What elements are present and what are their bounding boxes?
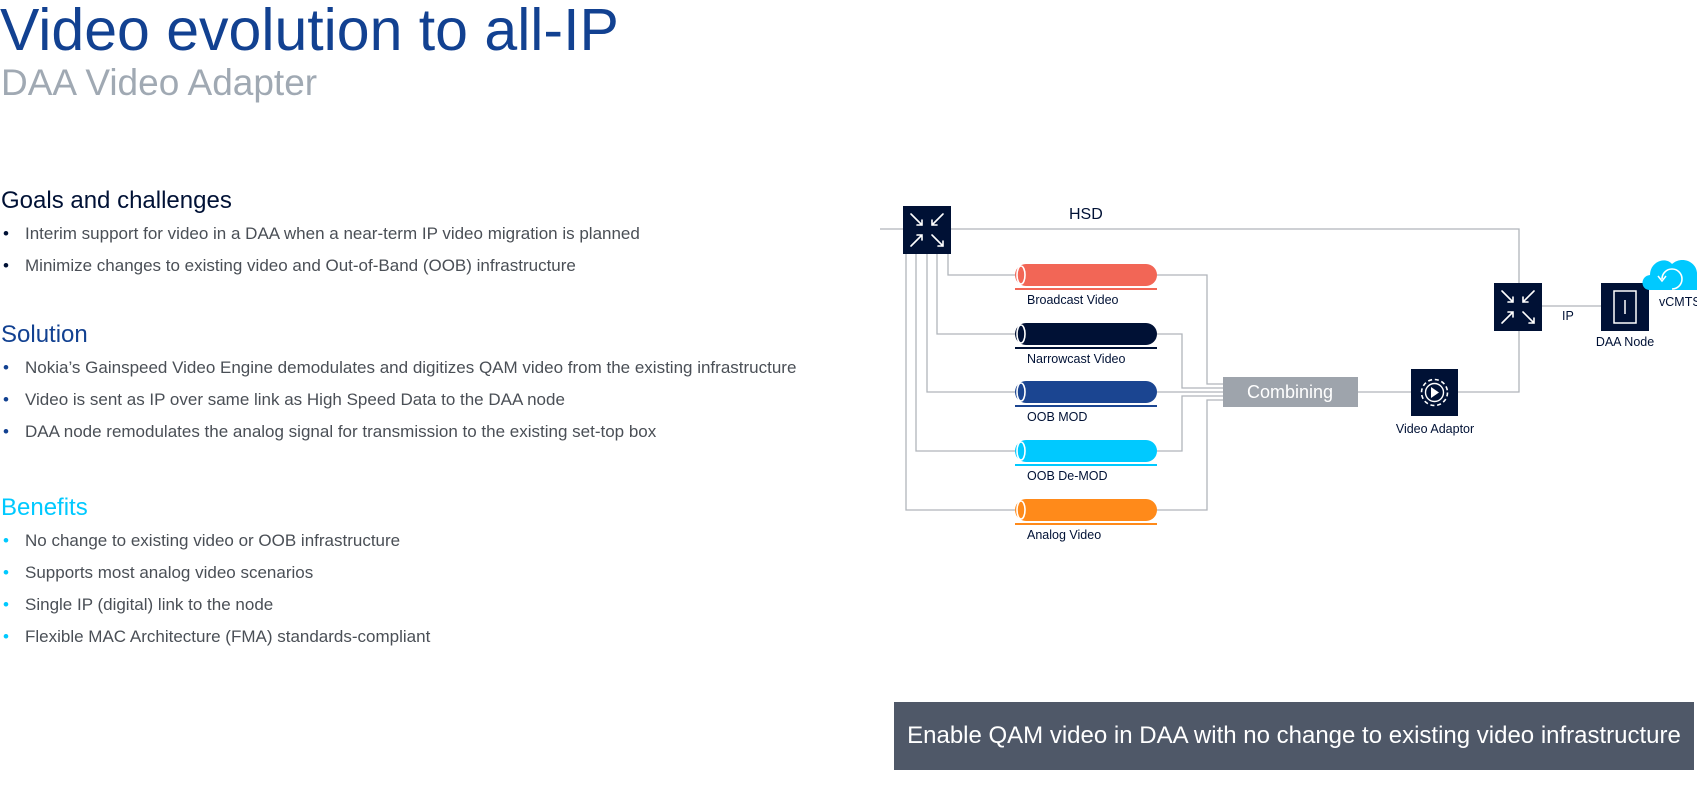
list-item: • Minimize changes to existing video and … bbox=[1, 254, 801, 286]
list-item-text: Nokia’s Gainspeed Video Engine demodulat… bbox=[25, 357, 797, 377]
bullet-icon: • bbox=[3, 530, 9, 550]
bullet-icon: • bbox=[3, 357, 9, 377]
pipe-end-cap bbox=[1016, 382, 1026, 402]
pipe-underline bbox=[1015, 523, 1157, 525]
benefits-section: Benefits • No change to existing video or… bbox=[1, 494, 801, 657]
bullet-icon: • bbox=[3, 562, 9, 582]
goals-section: Goals and challenges • Interim support fo… bbox=[1, 187, 801, 286]
list-item-text: No change to existing video or OOB infra… bbox=[25, 530, 401, 550]
list-item-text: Video is sent as IP over same link as Hi… bbox=[25, 389, 565, 409]
router-to-analog-line bbox=[905, 245, 1015, 511]
bullet-icon: • bbox=[3, 421, 9, 441]
video-adaptor bbox=[1411, 369, 1458, 416]
list-item: • No change to existing video or OOB infr… bbox=[1, 529, 801, 561]
daa-node bbox=[1601, 283, 1649, 331]
pipe-end-cap bbox=[1016, 265, 1026, 285]
summary-banner: Enable QAM video in DAA with no change t… bbox=[894, 702, 1694, 770]
pipe-broadcast-video: Broadcast Video bbox=[1015, 264, 1157, 307]
list-item: • Nokia’s Gainspeed Video Engine demodula… bbox=[1, 356, 801, 388]
combining-label: Combining bbox=[1247, 382, 1333, 402]
goals-list: • Interim support for video in a DAA when… bbox=[1, 222, 801, 286]
list-item-text: Flexible MAC Architecture (FMA) standard… bbox=[25, 626, 431, 646]
pipe-label: OOB MOD bbox=[1027, 410, 1087, 424]
solution-list: • Nokia’s Gainspeed Video Engine demodula… bbox=[1, 356, 801, 452]
benefits-heading: Benefits bbox=[1, 494, 88, 521]
pipe-oob-de-mod: OOB De-MOD bbox=[1015, 440, 1157, 483]
pipe-label: OOB De-MOD bbox=[1027, 469, 1108, 483]
banner-text: Enable QAM video in DAA with no change t… bbox=[907, 722, 1681, 749]
goals-heading: Goals and challenges bbox=[1, 187, 232, 214]
pipe-body bbox=[1015, 499, 1157, 521]
pipe-end-cap bbox=[1016, 324, 1026, 344]
bullet-icon: • bbox=[3, 626, 9, 646]
analog-to-combining-line bbox=[1157, 399, 1223, 511]
pipe-underline bbox=[1015, 464, 1157, 466]
gear-play-icon bbox=[1420, 378, 1449, 407]
list-item-text: Single IP (digital) link to the node bbox=[25, 594, 274, 614]
vcmts-label: vCMTS bbox=[1659, 295, 1697, 309]
headend-router bbox=[903, 206, 951, 254]
pipe-label: Broadcast Video bbox=[1027, 293, 1119, 307]
list-item: • Video is sent as IP over same link as H… bbox=[1, 388, 801, 420]
list-item-text: Supports most analog video scenarios bbox=[25, 562, 314, 582]
pipe-body bbox=[1015, 381, 1157, 403]
pipe-body bbox=[1015, 323, 1157, 345]
bullet-icon: • bbox=[3, 594, 9, 614]
connection-lines bbox=[880, 228, 1601, 511]
router-to-oobdemod-line bbox=[915, 245, 1015, 452]
bullet-icon: • bbox=[3, 389, 9, 409]
router-arrows-icon bbox=[910, 213, 944, 247]
pipe-label: Narrowcast Video bbox=[1027, 352, 1125, 366]
pipe-analog-video: Analog Video bbox=[1015, 499, 1157, 542]
bullet-icon: • bbox=[3, 223, 9, 243]
solution-heading: Solution bbox=[1, 321, 88, 348]
router-arrows-icon bbox=[1501, 290, 1535, 324]
router-to-narrowcast-line bbox=[936, 245, 1015, 335]
node-router bbox=[1494, 283, 1542, 331]
list-item-text: DAA node remodulates the analog signal f… bbox=[25, 421, 657, 441]
list-item: • Interim support for video in a DAA when… bbox=[1, 222, 801, 254]
list-item: • Supports most analog video scenarios bbox=[1, 561, 801, 593]
page-title: Video evolution to all-IP bbox=[0, 0, 619, 63]
cloud-refresh-icon bbox=[1642, 260, 1697, 290]
video-adaptor-label: Video Adaptor bbox=[1396, 422, 1474, 436]
narrowcast-to-combining-line bbox=[1157, 333, 1223, 389]
ip-label: IP bbox=[1562, 309, 1574, 323]
pipe-label: Analog Video bbox=[1027, 528, 1101, 542]
pipe-underline bbox=[1015, 288, 1157, 290]
bullet-icon: • bbox=[3, 255, 9, 275]
solution-section: Solution • Nokia’s Gainspeed Video Engine… bbox=[1, 321, 801, 452]
pipe-narrowcast-video: Narrowcast Video bbox=[1015, 323, 1157, 366]
pipe-body bbox=[1015, 264, 1157, 286]
broadcast-to-combining-line bbox=[1157, 274, 1223, 385]
pipe-end-cap bbox=[1016, 441, 1026, 461]
hsd-line bbox=[880, 228, 1520, 393]
oobdemod-to-combining-line bbox=[1157, 395, 1223, 452]
list-item: • Single IP (digital) link to the node bbox=[1, 593, 801, 625]
hsd-label: HSD bbox=[1069, 206, 1103, 223]
pipe-underline bbox=[1015, 347, 1157, 349]
list-item-text: Interim support for video in a DAA when … bbox=[25, 223, 640, 243]
pipe-body bbox=[1015, 440, 1157, 462]
node-box-icon bbox=[1613, 290, 1637, 324]
list-item: • Flexible MAC Architecture (FMA) standar… bbox=[1, 625, 801, 657]
list-item-text: Minimize changes to existing video and O… bbox=[25, 255, 576, 275]
pipe-underline bbox=[1015, 405, 1157, 407]
router-to-oobmod-line bbox=[926, 245, 1015, 393]
pipe-oob-mod: OOB MOD bbox=[1015, 381, 1157, 424]
list-item: • DAA node remodulates the analog signal … bbox=[1, 420, 801, 452]
combining-box bbox=[1223, 377, 1358, 407]
router-to-broadcast-line bbox=[947, 245, 1015, 276]
page-subtitle: DAA Video Adapter bbox=[1, 62, 318, 103]
benefits-list: • No change to existing video or OOB infr… bbox=[1, 529, 801, 657]
daa-node-label: DAA Node bbox=[1596, 335, 1654, 349]
pipe-end-cap bbox=[1016, 500, 1026, 520]
